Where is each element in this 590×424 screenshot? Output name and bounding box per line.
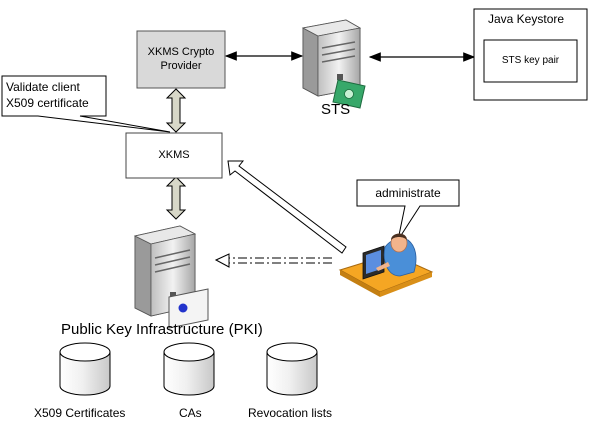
xkms-box <box>125 132 223 179</box>
cas-store <box>163 342 215 396</box>
xkms-pki-link <box>165 176 187 220</box>
sts-label: STS <box>321 101 351 118</box>
validate-callout-text: Validate client X509 certificate <box>6 79 89 111</box>
provider-label-line1: XKMS Crypto <box>147 45 215 58</box>
xkms-crypto-provider-box <box>136 30 226 89</box>
sts-key-pair-box <box>483 39 578 83</box>
provider-xkms-link <box>165 88 187 133</box>
sts-key-pair-label: STS key pair <box>501 54 560 66</box>
administrator-icon <box>338 233 434 297</box>
provider-label-line2: Provider <box>160 59 202 72</box>
administrate-callout-shape <box>356 179 460 241</box>
xkms-crypto-provider-label: XKMS Crypto Provider <box>137 31 225 88</box>
administrate-label: administrate <box>375 185 441 200</box>
x509-certificates-store <box>59 342 111 396</box>
validate-callout-shape <box>1 75 171 133</box>
validate-line2: X509 certificate <box>6 96 89 110</box>
validate-line1: Validate client <box>6 80 80 94</box>
x509-certificates-label: X509 Certificates <box>34 406 126 420</box>
revocation-lists-label: Revocation lists <box>248 406 333 420</box>
revocation-lists-store <box>266 342 318 396</box>
pki-label: Public Key Infrastructure (PKI) <box>61 321 263 338</box>
certificate-icon <box>168 288 209 329</box>
money-bill-icon <box>332 79 366 109</box>
java-keystore-title: Java Keystore <box>488 12 565 26</box>
xkms-label: XKMS <box>158 148 190 161</box>
cas-label: CAs <box>179 406 202 420</box>
admin-to-xkms-arrow <box>227 160 347 254</box>
admin-to-pki-dashed-arrow <box>214 253 332 268</box>
